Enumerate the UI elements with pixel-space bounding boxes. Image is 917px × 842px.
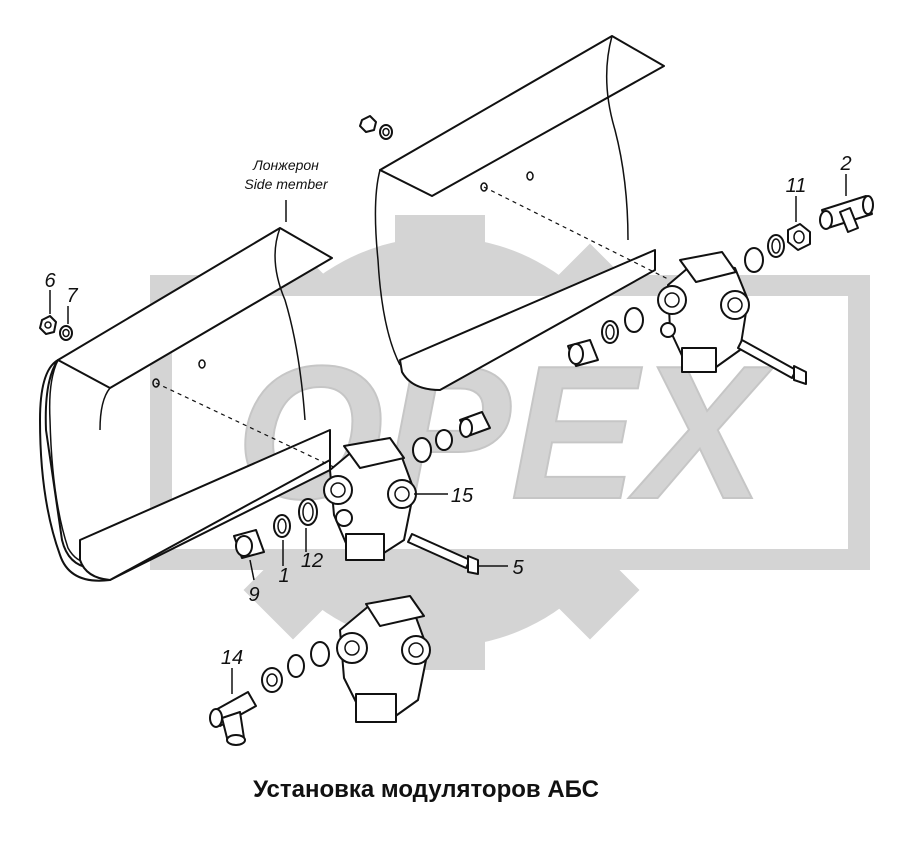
callout-11: 11 [786,175,807,197]
callout-14: 14 [221,647,243,669]
callout-15: 15 [451,485,474,507]
abs-modulator-top [657,251,750,373]
callout-1: 1 [278,565,289,587]
callout-2: 2 [839,153,851,175]
diagram-title: Установка модуляторов АБС [253,776,599,803]
rings-bottom [261,641,330,693]
side-member-right [374,35,665,391]
bolt-5 [407,533,479,575]
abs-modulator-bottom [336,595,431,723]
tee-fitting-2 [819,195,874,233]
abs-modulator-middle [323,437,417,561]
seal-12 [298,498,318,526]
leader-lines [49,174,847,694]
nut-11 [787,223,811,251]
bolt-top-right [737,339,807,385]
callout-12: 12 [301,550,323,572]
ring-1 [273,514,291,538]
rings-top-right [744,234,785,273]
union-9 [233,529,265,559]
nut-pair-top [359,115,393,140]
callout-7: 7 [66,285,78,307]
side-member-label-ru: Лонжерон [252,157,319,173]
nut-6 [39,315,57,335]
callout-9: 9 [248,584,259,606]
ring-mid-upper [412,411,491,463]
side-member-left [39,227,333,582]
callout-6: 6 [44,270,56,292]
washer-7 [59,325,73,341]
callout-5: 5 [512,557,524,579]
side-member-label-en: Side member [244,176,329,192]
tee-fitting-14 [209,691,257,746]
union-top-left [567,339,599,367]
rings-top-left [601,307,644,344]
alignment-lines [155,186,671,471]
